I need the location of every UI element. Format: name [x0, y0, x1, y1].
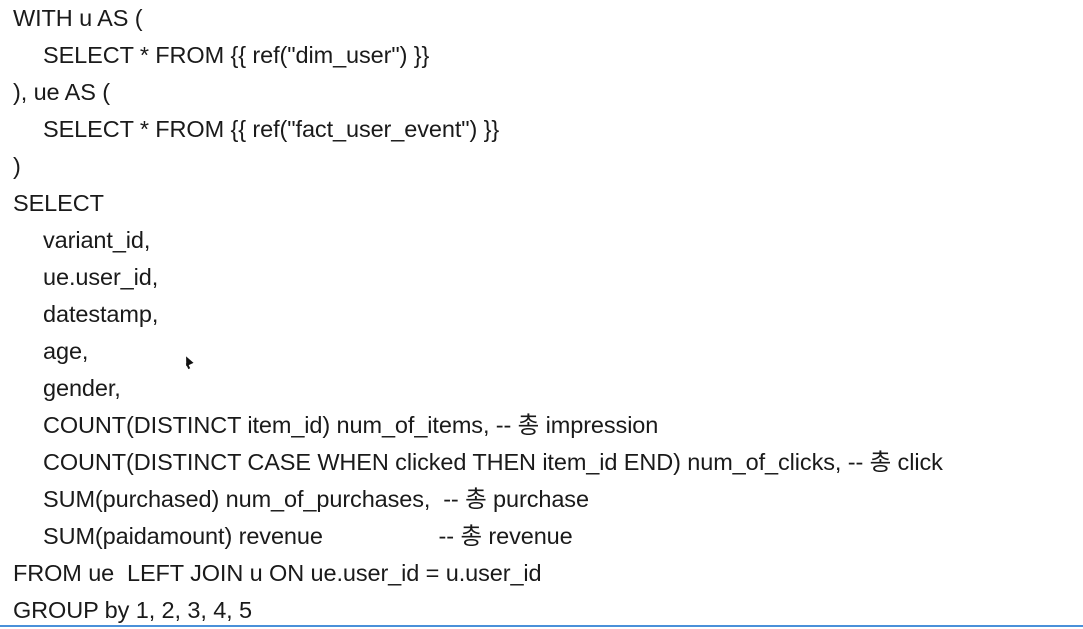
code-line: SUM(paidamount) revenue -- 총 revenue	[43, 523, 573, 549]
code-line: COUNT(DISTINCT item_id) num_of_items, --…	[43, 412, 659, 438]
code-line: SUM(purchased) num_of_purchases, -- 총 pu…	[43, 486, 589, 512]
code-line: datestamp,	[43, 301, 159, 327]
code-line: SELECT * FROM {{ ref("fact_user_event") …	[43, 116, 500, 142]
code-line: GROUP by 1, 2, 3, 4, 5	[13, 597, 253, 623]
code-line: ), ue AS (	[13, 79, 110, 105]
code-line: SELECT * FROM {{ ref("dim_user") }}	[43, 42, 430, 68]
bottom-divider	[0, 625, 1083, 627]
sql-code-block: WITH u AS ( SELECT * FROM {{ ref("dim_us…	[13, 0, 1083, 629]
code-line: ue.user_id,	[43, 264, 159, 290]
code-line: gender,	[43, 375, 121, 401]
code-line: variant_id,	[43, 227, 151, 253]
code-line: )	[13, 153, 21, 179]
code-line: FROM ue LEFT JOIN u ON ue.user_id = u.us…	[13, 560, 542, 586]
code-line: age,	[43, 338, 89, 364]
code-line: SELECT	[13, 190, 104, 216]
code-line: WITH u AS (	[13, 5, 143, 31]
code-line: COUNT(DISTINCT CASE WHEN clicked THEN it…	[43, 449, 943, 475]
